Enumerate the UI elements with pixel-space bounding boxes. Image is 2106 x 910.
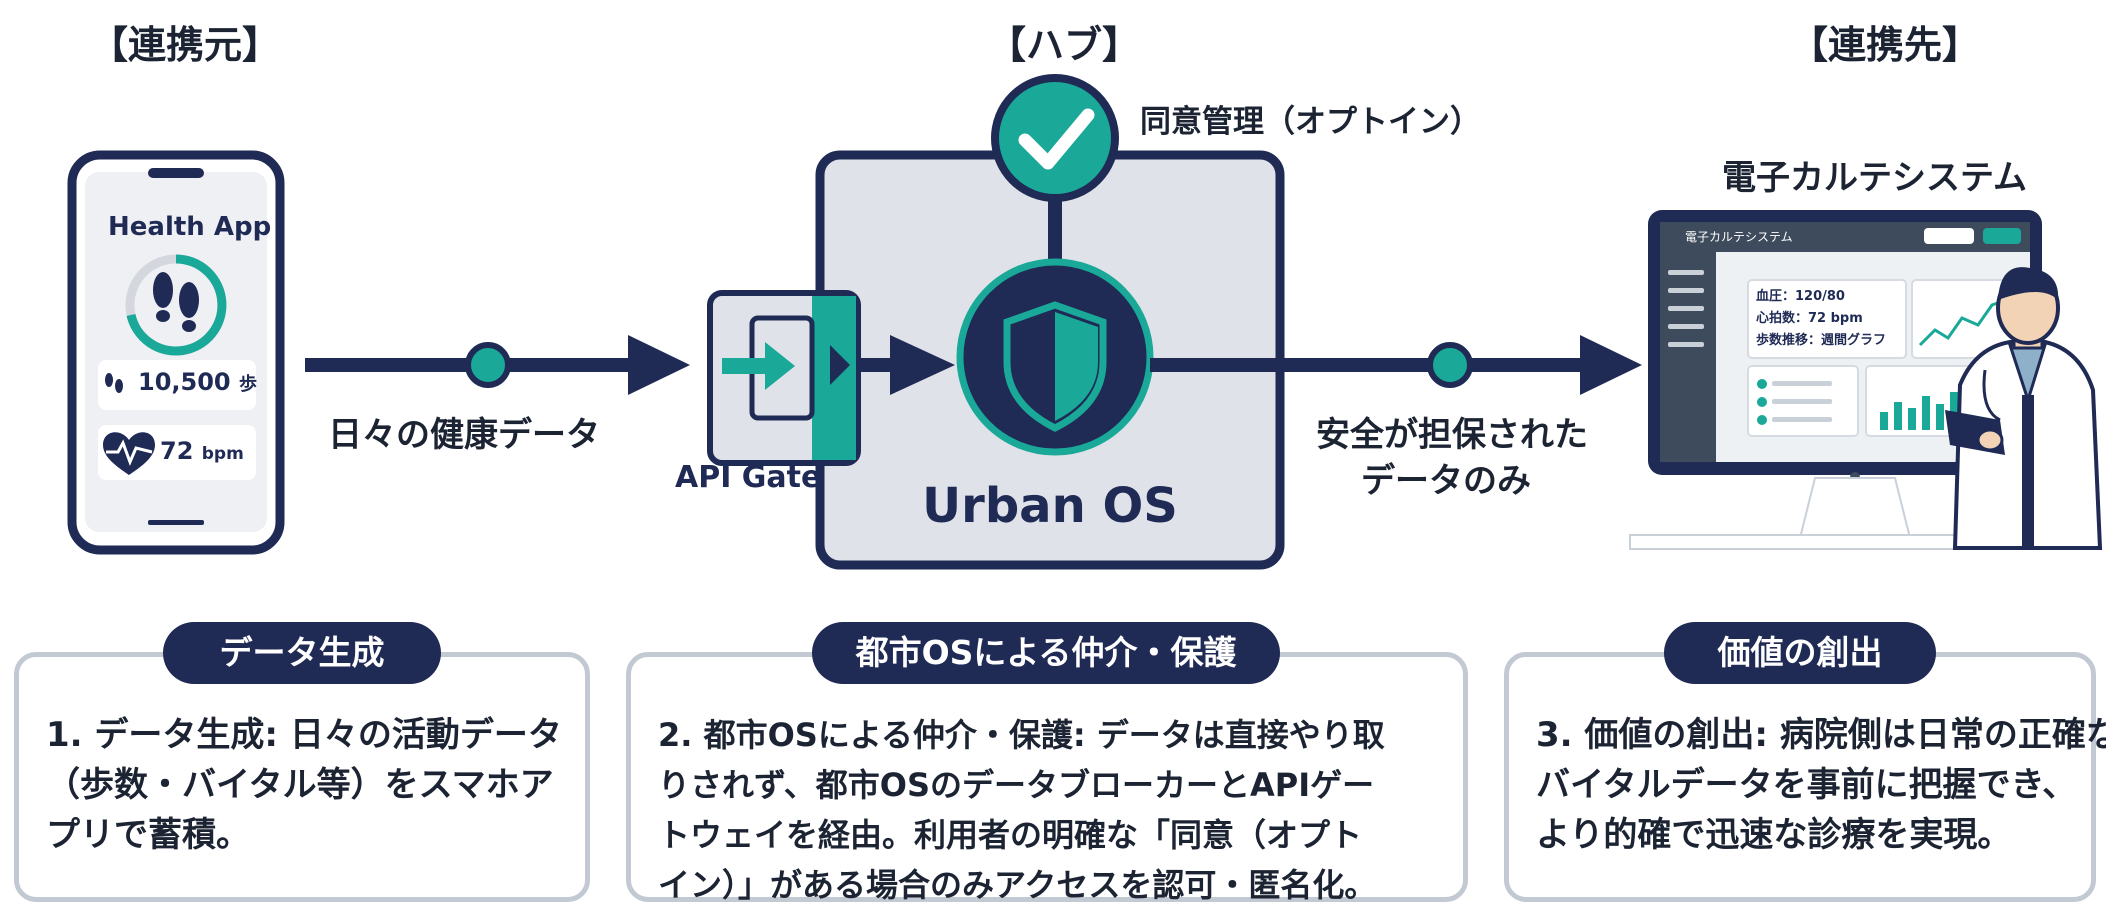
- gateway-in-arrow-shaft: [722, 358, 770, 374]
- card-3-line-3: より的確で迅速な診療を実現。: [1536, 815, 2012, 855]
- source-header: 【連携元】: [90, 23, 281, 67]
- heart-icon: [103, 432, 155, 475]
- steps-value: 10,500: [138, 368, 231, 396]
- footprints-icon: [153, 272, 199, 332]
- list-panel-rows: [1757, 379, 1832, 425]
- destination-header: 【連携先】: [1790, 23, 1981, 67]
- card-2-line-1: 2. 都市OSによる仲介・保護: データは直接やり取: [658, 716, 1385, 754]
- card-2-line-4: イン）」がある場合のみアクセスを認可・匿名化。: [658, 866, 1377, 904]
- card-mediation-text: 2. 都市OSによる仲介・保護: データは直接やり取 りされず、都市OSのデータ…: [658, 710, 1385, 910]
- phone-notch: [148, 168, 204, 178]
- shield-icon-half: [1055, 312, 1098, 421]
- gateway-out-arrow-head: [830, 345, 850, 385]
- vital-blood-pressure: 血圧：120/80: [1756, 289, 1845, 304]
- left-flow-label: 日々の健康データ: [328, 415, 600, 455]
- heart-value: 72: [160, 437, 194, 465]
- steps-ring-progress: [126, 254, 227, 356]
- inner-flow-arrowhead: [890, 335, 955, 395]
- right-flow-label-line-2: データのみ: [1361, 461, 1531, 501]
- monitor-teal-button: [1983, 228, 2021, 244]
- consent-check-circle: [991, 74, 1119, 202]
- ehr-title: 電子カルテシステム: [1722, 158, 2027, 198]
- vitals-panel: [1747, 279, 1907, 359]
- heart-unit: bpm: [201, 444, 244, 464]
- right-flow-node: [1427, 342, 1473, 388]
- card-1-line-3: プリで蓄積。: [46, 815, 250, 855]
- right-flow-arrowhead: [1580, 335, 1642, 395]
- check-icon: [1018, 108, 1095, 170]
- steps-unit: 歩: [238, 374, 257, 395]
- card-2-line-3: トウェイを経由。利用者の明確な「同意（オプト: [658, 816, 1363, 854]
- card-data-generation-pill: データ生成: [163, 622, 441, 684]
- vitals-text: 血圧：120/80 心拍数：72 bpm 歩数推移：週間グラフ: [1756, 286, 1886, 352]
- steps-count: 10,500 歩: [138, 368, 257, 396]
- card-value-creation-pill: 価値の創出: [1664, 622, 1936, 684]
- doctor-figure: [1945, 267, 2103, 550]
- right-flow-label-line-1: 安全が担保された: [1316, 415, 1588, 455]
- card-value-creation-text: 3. 価値の創出: 病院側は日常の正確な バイタルデータを事前に把握でき、 より…: [1536, 710, 2106, 860]
- steps-card: [98, 360, 256, 410]
- right-flow-label: 安全が担保された データのみ: [1316, 412, 1588, 504]
- vital-heart-rate: 心拍数：72 bpm: [1756, 311, 1863, 326]
- hub-header: 【ハブ】: [988, 23, 1141, 67]
- phone-app-title: Health App: [108, 212, 272, 242]
- heart-rate: 72 bpm: [160, 437, 244, 465]
- card-1-line-1: 1. データ生成: 日々の活動データ: [46, 715, 562, 755]
- sidebar-menu-items: [1668, 270, 1704, 347]
- card-3-line-2: バイタルデータを事前に把握でき、: [1536, 765, 2077, 805]
- trend-line: [1918, 296, 2013, 347]
- left-flow-node: [465, 342, 511, 388]
- consent-label: 同意管理（オプトイン）: [1140, 104, 1481, 140]
- flow-diagram: [67, 74, 2103, 570]
- card-value-creation: [1504, 652, 2096, 902]
- right-flow-line: [1150, 358, 1620, 372]
- urban-os-label: Urban OS: [922, 478, 1178, 534]
- card-3-line-1: 3. 価値の創出: 病院側は日常の正確な: [1536, 715, 2106, 755]
- monitor-stand-neck: [1798, 477, 1912, 539]
- monitor-search-bar: [1924, 228, 1974, 244]
- steps-mini-icon: [105, 373, 123, 393]
- left-flow-arrowhead: [628, 335, 690, 395]
- heartbeat-line-icon: [106, 439, 153, 467]
- vital-steps-trend: 歩数推移：週間グラフ: [1756, 333, 1887, 348]
- home-indicator: [148, 520, 204, 525]
- gateway-label: API Gate: [675, 460, 822, 495]
- monitor-sidebar: [1660, 252, 1716, 462]
- card-mediation-pill: 都市OSによる仲介・保護: [812, 622, 1280, 684]
- card-2-line-2: りされず、都市OSのデータブローカーとAPIゲー: [658, 766, 1375, 804]
- monitor-screen-title: 電子カルテシステム: [1685, 230, 1793, 244]
- gateway-in-arrow-head: [765, 342, 795, 390]
- card-1-line-2: （歩数・バイタル等）をスマホア: [46, 765, 554, 805]
- card-data-generation-text: 1. データ生成: 日々の活動データ （歩数・バイタル等）をスマホア プリで蓄積…: [46, 710, 562, 860]
